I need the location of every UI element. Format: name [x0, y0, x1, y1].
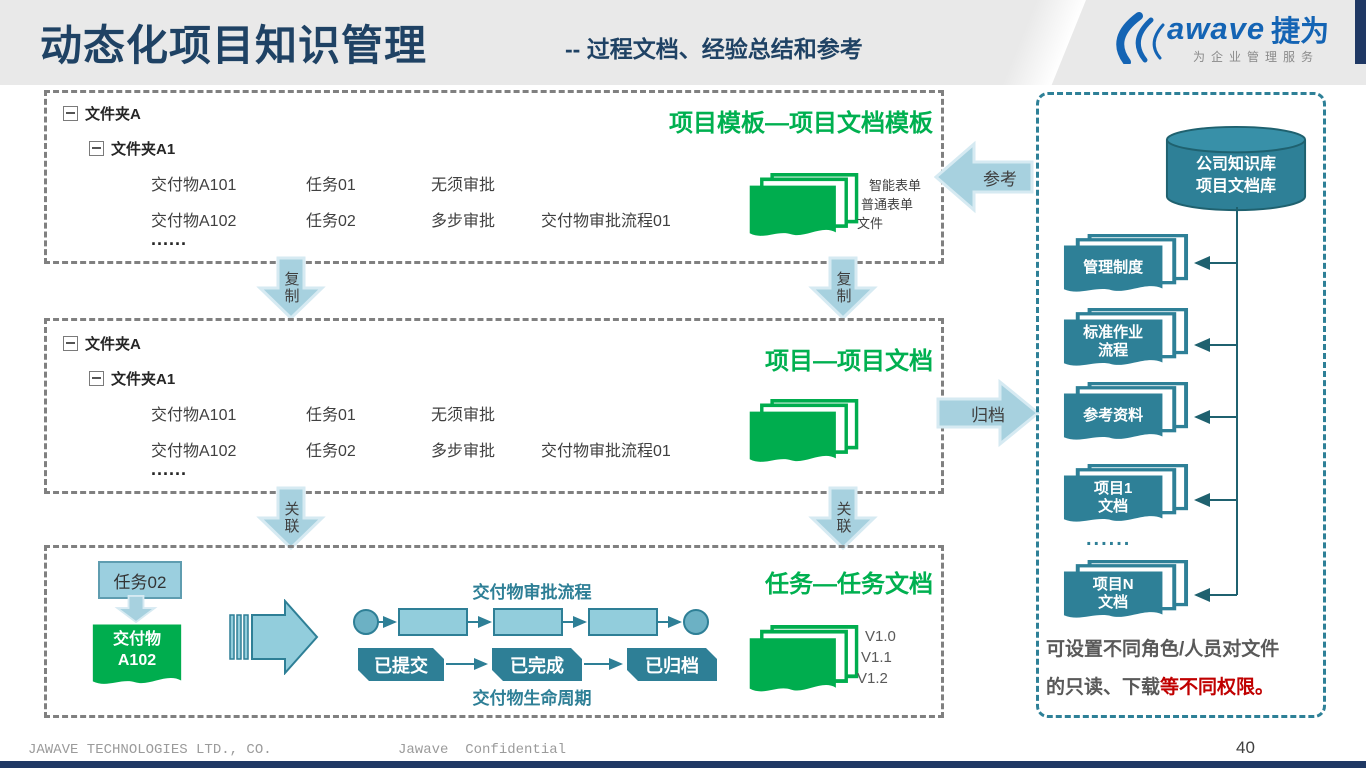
page-subtitle: -- 过程文档、经验总结和参考	[565, 36, 863, 62]
header-corner-bar	[1355, 0, 1366, 64]
status-archived: 已归档	[627, 648, 717, 681]
collapse-icon	[63, 336, 78, 351]
version-label: V1.2	[857, 670, 888, 687]
copy-arrow-left: 复制	[256, 256, 326, 320]
kb-doc-standard-procedures: 标准作业 流程	[1062, 308, 1190, 374]
knowledge-base-panel	[1036, 92, 1326, 718]
task-cell: 任务02	[306, 213, 356, 230]
task-node: 任务02	[98, 561, 182, 599]
workflow-label: 交付物审批流程	[472, 583, 592, 602]
archive-arrow: 归档	[936, 378, 1040, 448]
version-label: V1.1	[861, 649, 892, 666]
approval-cell: 多步审批	[431, 213, 496, 230]
knowledge-base-label: 公司知识库 项目文档库	[1195, 156, 1276, 195]
relate-arrow-left: 关联	[256, 486, 326, 550]
permission-note-red: 等不同权限。	[1160, 677, 1275, 698]
relate-arrow-label: 关联	[282, 501, 300, 535]
header-band: 动态化项目知识管理 -- 过程文档、经验总结和参考 awave 捷为 为企业管理…	[0, 0, 1366, 124]
doc-type-label: 普通表单	[861, 197, 914, 212]
deliverable-cell: 交付物A102	[151, 443, 237, 460]
relate-arrow-label: 关联	[834, 501, 852, 535]
copy-arrow-label: 复制	[282, 271, 300, 305]
status-connector	[584, 658, 623, 670]
task-box-title: 任务—任务文档	[765, 571, 933, 598]
status-submitted: 已提交	[358, 648, 444, 681]
panel-ellipsis: ......	[1086, 528, 1132, 550]
permission-note-line2: 的只读、下载等不同权限。	[1046, 672, 1274, 699]
doc-type-label: 智能表单	[869, 178, 922, 193]
footer-company: JAWAVE TECHNOLOGIES LTD., CO.	[28, 742, 272, 758]
tree-folder-a: 文件夹A	[63, 333, 141, 354]
deliverable-document: 交付物 A102	[91, 621, 183, 691]
copy-arrow-right: 复制	[808, 256, 878, 320]
approval-cell: 无须审批	[431, 407, 496, 424]
task-cell: 任务02	[306, 443, 356, 460]
approval-workflow-diagram	[353, 608, 709, 636]
lifecycle-label: 交付物生命周期	[472, 689, 592, 708]
tree-ellipsis: ......	[151, 459, 188, 479]
collapse-icon	[89, 371, 104, 386]
task-box: 任务02 交付物 A102 交付物审批流程	[44, 545, 944, 718]
doc-type-label: 文件	[857, 216, 884, 231]
archive-arrow-label: 归档	[971, 405, 1005, 425]
knowledge-base-database-icon: 公司知识库 项目文档库	[1162, 124, 1310, 214]
deliverable-cell: 交付物A101	[151, 177, 237, 194]
permission-note-gray: 的只读、下载	[1046, 677, 1161, 698]
page-title: 动态化项目知识管理	[40, 22, 428, 69]
small-down-arrow	[113, 595, 159, 623]
collapse-icon	[63, 106, 78, 121]
big-striped-arrow	[229, 599, 319, 675]
footer-confidential: Jawave Confidential	[398, 742, 567, 758]
document-stack-icon	[748, 173, 860, 245]
kb-doc-reference-materials: 参考资料	[1062, 382, 1190, 448]
flow-cell: 交付物审批流程01	[541, 443, 671, 460]
collapse-icon	[89, 141, 104, 156]
copy-arrow-label: 复制	[834, 271, 852, 305]
document-stack-icon	[748, 399, 860, 471]
kb-doc-project1: 项目1 文档	[1062, 464, 1190, 530]
kb-doc-management-rules: 管理制度	[1062, 234, 1190, 300]
status-connector	[446, 658, 488, 670]
deliverable-cell: 交付物A102	[151, 213, 237, 230]
relate-arrow-right: 关联	[808, 486, 878, 550]
flow-cell: 交付物审批流程01	[541, 213, 671, 230]
logo-brand-text: awave	[1167, 11, 1266, 46]
panel-connector-lines	[1194, 207, 1238, 602]
tree-folder-a1: 文件夹A1	[89, 138, 175, 159]
template-box-title: 项目模板—项目文档模板	[669, 110, 933, 137]
jawave-logo: awave 捷为 为企业管理服务	[1105, 8, 1355, 70]
project-box: 文件夹A 文件夹A1 交付物A101 任务01 无须审批 交付物A102 任务0…	[44, 318, 944, 494]
status-completed: 已完成	[492, 648, 582, 681]
page-number: 40	[1236, 738, 1255, 757]
tree-ellipsis: ......	[151, 229, 188, 249]
task-cell: 任务01	[306, 177, 356, 194]
permission-note-line1: 可设置不同角色/人员对文件	[1046, 639, 1280, 660]
reference-arrow-label: 参考	[983, 169, 1017, 189]
deliverable-cell: 交付物A101	[151, 407, 237, 424]
tree-folder-a: 文件夹A	[63, 103, 141, 124]
bottom-accent-bar	[0, 761, 1366, 768]
template-box: 文件夹A 文件夹A1 交付物A101 任务01 无须审批 交付物A102 任务0…	[44, 90, 944, 264]
logo-brand-cn: 捷为	[1271, 16, 1330, 48]
approval-cell: 无须审批	[431, 177, 496, 194]
logo-wave-icon	[1116, 12, 1165, 64]
task-cell: 任务01	[306, 407, 356, 424]
version-label: V1.0	[865, 628, 896, 645]
kb-doc-projectN: 项目N 文档	[1062, 560, 1190, 626]
tree-folder-a1: 文件夹A1	[89, 368, 175, 389]
logo-tagline: 为企业管理服务	[1193, 50, 1320, 64]
project-box-title: 项目—项目文档	[765, 348, 933, 375]
approval-cell: 多步审批	[431, 443, 496, 460]
reference-arrow: 参考	[934, 140, 1034, 214]
document-stack-icon	[748, 625, 860, 701]
